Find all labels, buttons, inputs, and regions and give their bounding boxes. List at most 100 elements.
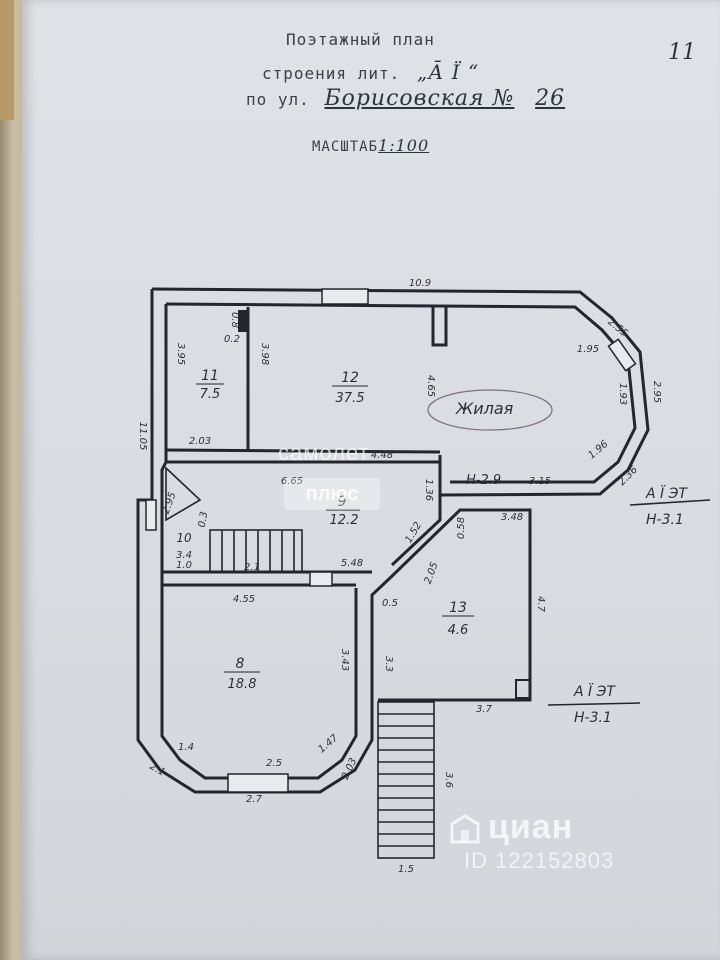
plan-title: Поэтажный план (286, 30, 435, 49)
exterior-stair-box (377, 701, 435, 859)
dim-d3: 1.95 (577, 344, 599, 355)
litera-upper: А Ї ЭТ (645, 484, 688, 502)
exterior-stairs (377, 701, 435, 859)
plus-watermark: плюс (284, 478, 380, 510)
dim-d33: 1.4 (178, 742, 194, 753)
room-8-id: 8 (236, 656, 245, 672)
dim-d31: 4.7 (535, 596, 546, 613)
dim-d32: 3.7 (476, 704, 493, 715)
dim-d17: 1.36 (423, 479, 434, 501)
dim-d22: 5.48 (341, 558, 363, 569)
litera-lower: А Ї ЭТ (573, 682, 616, 700)
dim-d26: 2.05 (423, 561, 441, 586)
dim-d10: 3.95 (175, 343, 186, 365)
dim-d9: 4.65 (425, 375, 436, 397)
dim-d40: 1.5 (398, 864, 414, 875)
structure-value: „А̄ Ї “ (416, 60, 480, 84)
dim-d1: 10.9 (409, 278, 431, 289)
dim-d28: 4.55 (233, 594, 255, 605)
window-bay (607, 338, 637, 372)
document-header: Поэтажный план строения лит. „А̄ Ї “ по … (0, 0, 720, 170)
column (515, 679, 531, 699)
dim-d29: 3.43 (339, 649, 350, 671)
interior-stairs (165, 466, 303, 573)
address-street: Борисовская № (324, 86, 515, 111)
dim-d8: 3.15 (529, 476, 551, 487)
chimney (238, 310, 248, 332)
dim-d30: 3.3 (383, 656, 394, 672)
wall-9-right (390, 462, 442, 567)
litera-line-upper (629, 499, 711, 506)
scale-label: МАСШТАБ (312, 139, 379, 155)
page-number: 11 (668, 40, 696, 65)
dim-d35: 2.5 (266, 758, 282, 769)
wall-12-hall (431, 307, 448, 347)
living-label: Жилая (455, 399, 514, 418)
dim-d18: 11.05 (137, 422, 148, 451)
binding-edge (0, 0, 14, 120)
annotations: Жилая Н-2.9 А Ї ЭТ Н-3.1 А Ї ЭТ Н-3.1 (455, 399, 688, 726)
room-9-id: 9 (338, 494, 347, 510)
room-12-id: 12 (341, 370, 359, 386)
dim-d36: 2.1 (148, 761, 167, 778)
address-prefix: по ул. (246, 90, 310, 109)
document-sheet (22, 0, 720, 960)
height-lower: Н-3.1 (574, 710, 612, 726)
room-10-area: 3.4 (176, 550, 192, 561)
outer-wall-inner (165, 302, 637, 484)
dim-d7: 2.36 (616, 464, 640, 488)
west-wall-inner (160, 304, 358, 780)
dim-d23: 1.52 (404, 520, 425, 545)
structure-prefix: строения лит. (262, 64, 401, 83)
dim-d21: 2.1 (244, 562, 260, 573)
dim-d38: 2.7 (246, 794, 263, 805)
h-label: Н-2.9 (466, 473, 501, 488)
cian-logo-icon (450, 814, 480, 844)
structure-line: строения лит. „А̄ Ї “ (262, 60, 479, 84)
dim-d39: 3.6 (443, 772, 454, 788)
litera-line-lower (547, 702, 641, 706)
room-12-area: 37.5 (336, 391, 365, 406)
dim-d5: 2.95 (651, 381, 662, 403)
room-10-id: 10 (176, 531, 192, 545)
stair-box (209, 529, 303, 573)
dim-d16: 4.48 (371, 450, 393, 461)
room-labels: 11 7.5 12 37.5 9 12.2 10 3.4 1.0 8 18.8 … (176, 368, 474, 692)
room-9-area: 12.2 (330, 513, 359, 528)
window-west (145, 499, 157, 531)
west-wall (136, 289, 532, 794)
address-number: 26 (535, 86, 566, 111)
height-upper: Н-3.1 (646, 512, 684, 528)
room-11-area: 7.5 (200, 387, 221, 402)
windows (145, 288, 637, 793)
room-13-id: 13 (449, 600, 467, 616)
dim-d15: 6.65 (281, 476, 303, 487)
address-line: по ул. Борисовская № 26 (246, 86, 565, 111)
dim-d27: 0.5 (382, 598, 398, 609)
room-11-id: 11 (201, 368, 219, 384)
dim-d24: 0.58 (456, 517, 467, 539)
window-top (321, 288, 369, 305)
dim-d13: 0.2 (224, 334, 240, 345)
dim-d20: 0.3 (197, 511, 211, 529)
cian-watermark: циан ID 122152803 (448, 808, 688, 878)
dim-d14: 2.03 (189, 436, 211, 447)
door-9-8 (309, 571, 333, 587)
scale-line: МАСШТАБ1:100 (312, 136, 429, 155)
cian-brand: циан (488, 808, 574, 846)
dim-d4: 1.93 (617, 383, 628, 405)
room-13-area: 4.6 (448, 623, 469, 638)
dim-d11: 3.98 (259, 343, 270, 365)
dim-d34: 1.47 (316, 732, 341, 755)
living-cloud (427, 389, 553, 431)
dim-d25: 3.48 (501, 512, 523, 523)
outer-wall (151, 287, 650, 497)
scale-value: 1:100 (378, 136, 430, 155)
room-10-sub: 1.0 (176, 560, 192, 571)
room-8-area: 18.8 (228, 677, 257, 692)
dim-d6: 1.96 (586, 439, 610, 462)
dim-d12: 0.8 (229, 312, 240, 328)
window-bottom (227, 773, 289, 793)
listing-id: ID 122152803 (464, 848, 615, 873)
